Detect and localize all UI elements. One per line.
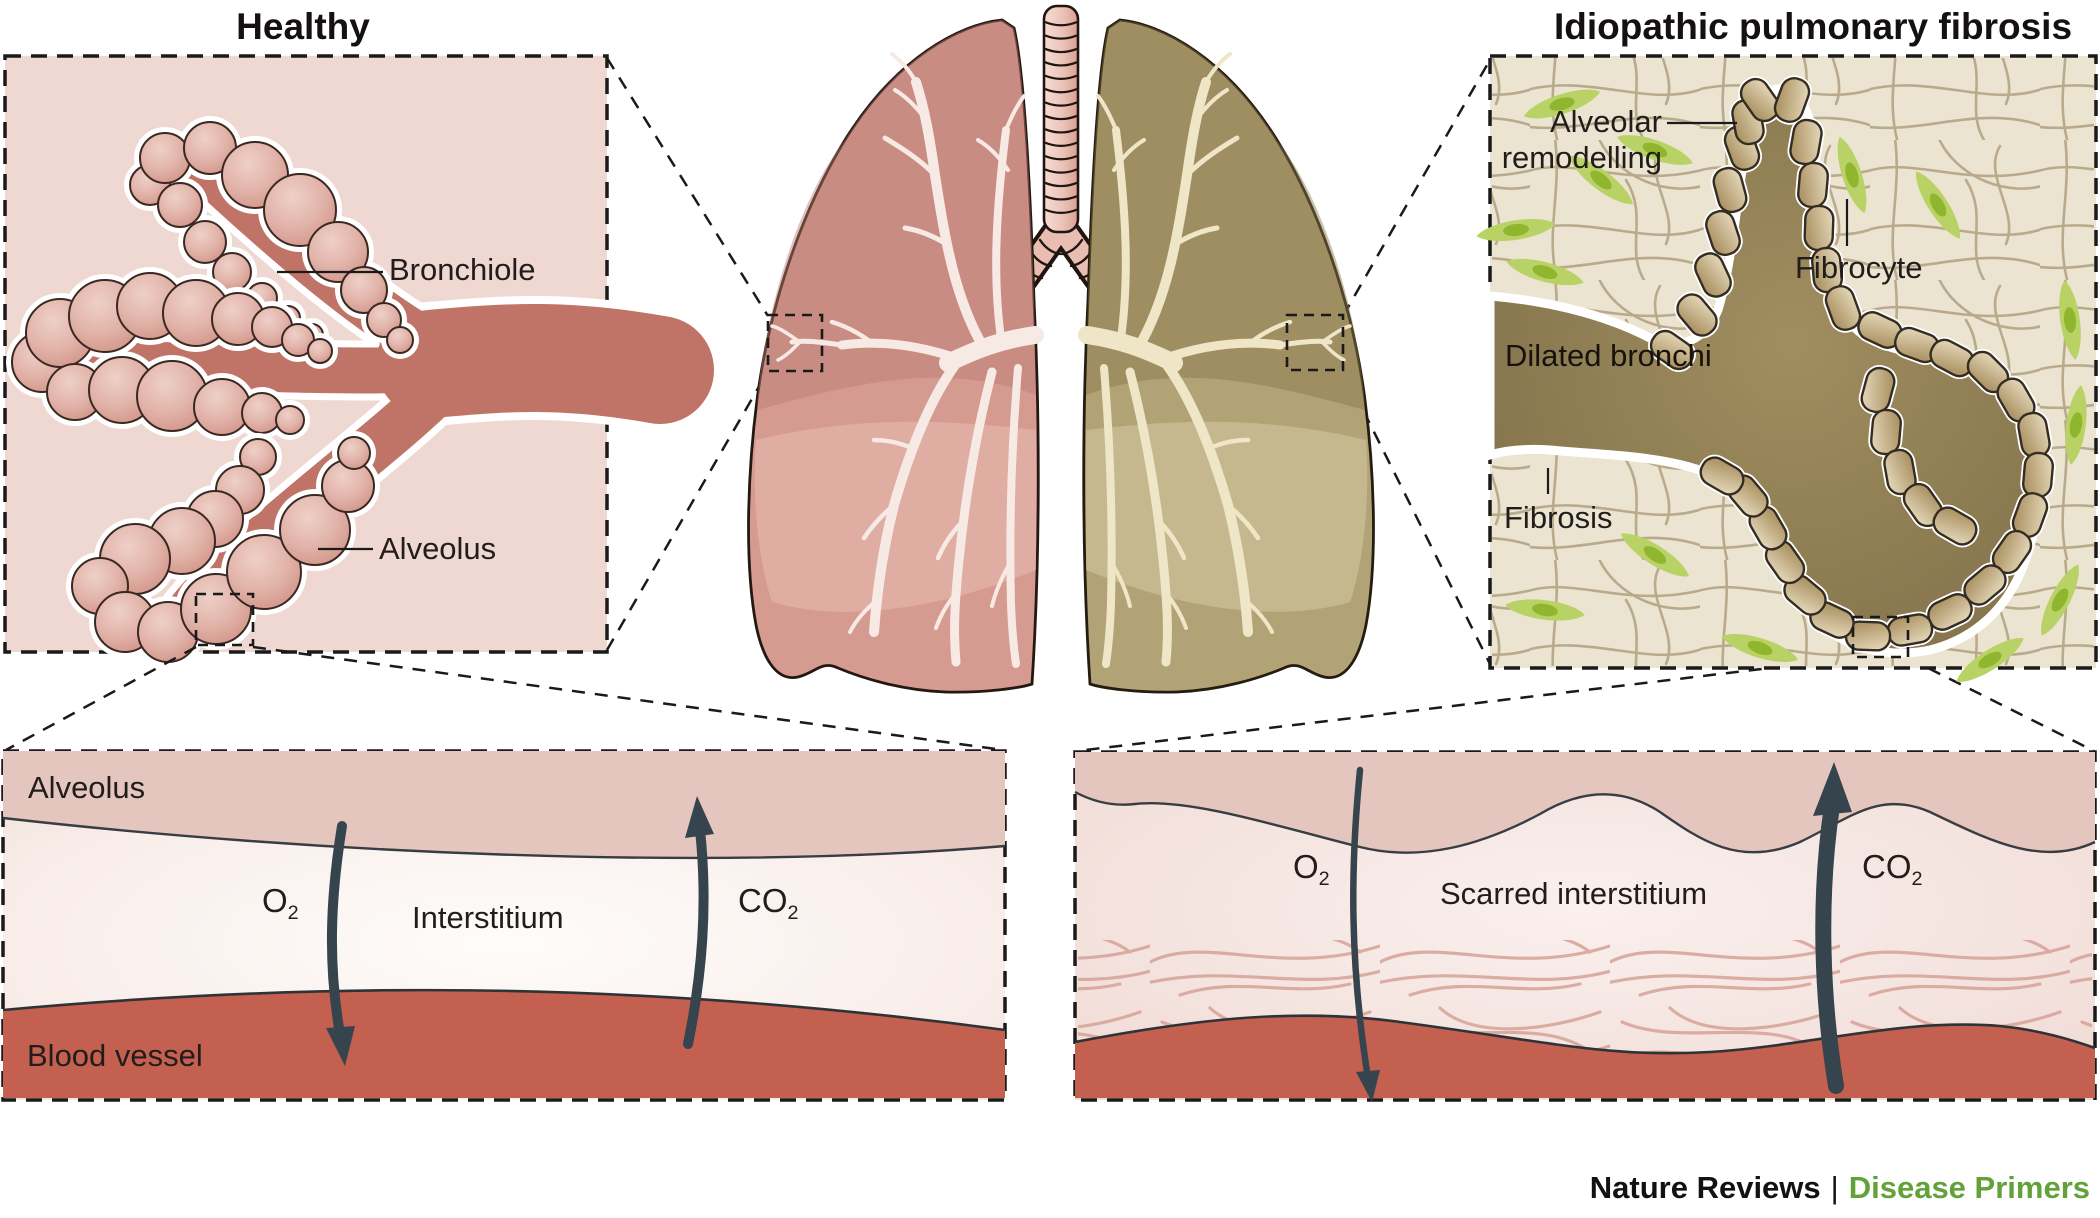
bronchiole-label: Bronchiole [389,252,536,287]
o2-label-fibrotic: O2 [1293,848,1330,890]
fibrotic-lung [1078,18,1375,694]
fibrocytes-back [1476,89,2087,682]
healthy-title: Healthy [236,6,370,47]
footer-separator: | [1830,1170,1839,1205]
fibrosis-label: Fibrosis [1504,500,1613,535]
co2-label-fibrotic: CO2 [1862,848,1923,890]
healthy-exchange-panel [1,749,1007,1102]
o2-down-arrow-fibrotic [1350,766,1380,1102]
healthy-lung [747,18,1044,694]
fibrocyte-label: Fibrocyte [1795,250,1923,285]
blood-vessel-label: Blood vessel [27,1038,203,1073]
co2-up-arrow [683,796,714,1049]
remodelled-alveoli-blobs [1648,75,2056,654]
healthy-lung-zoom-box [766,313,824,373]
dilated-bronchi-label: Dilated bronchi [1505,338,1712,373]
fibrotic-exchange-panel [1073,750,2097,1102]
alveolus-label: Alveolus [379,531,497,566]
healthy-bronchial-tree [770,52,1044,668]
fibrocytes-front [1837,136,1867,214]
healthy-zoom-box [194,592,255,647]
journal-footer: Nature Reviews | Disease Primers [1590,1170,2090,1206]
ipf-title: Idiopathic pulmonary fibrosis [1553,6,2073,47]
healthy-alveolus-band [3,751,1005,858]
healthy-blood-vessel-band [3,990,1005,1098]
ipf-zoom-box [1851,615,1910,659]
co2-up-arrow-fibrotic [1813,762,1852,1094]
journal-name: Nature Reviews [1589,1170,1821,1205]
alveoli-clusters [6,116,419,668]
scarred-interstitium-label: Scarred interstitium [1440,876,1708,911]
ipf-panel-art [1476,54,2098,682]
interstitium-label: Interstitium [412,900,564,935]
alveolar-remodelling-label: Alveolar remodelling [1501,104,1662,175]
fibrotic-lung-zoom-box [1285,313,1345,372]
co2-label: CO2 [738,882,799,924]
trachea [1042,4,1080,234]
fibrotic-bronchial-tree [1078,52,1352,668]
fibrotic-alveolus-band [1075,752,2095,853]
healthy-panel-art [3,54,722,668]
exchange-alveolus-label: Alveolus [28,770,146,805]
series-name: Disease Primers [1848,1170,2090,1205]
o2-down-arrow [326,821,355,1066]
o2-label: O2 [262,882,299,924]
central-lungs [747,4,1375,694]
